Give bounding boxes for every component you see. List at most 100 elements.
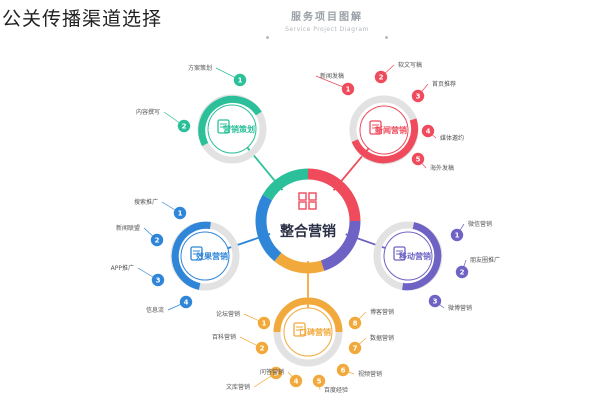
- item-badge: [150, 233, 164, 247]
- item-number: 7: [353, 345, 358, 353]
- item-badge: [348, 341, 362, 355]
- hub-label-koubei: 口碑营销: [299, 327, 331, 337]
- item-badge: [336, 363, 350, 377]
- item-badge: [255, 341, 269, 355]
- item-yingxiao-2: 2 内容撰写: [136, 108, 191, 133]
- item-badge: [269, 366, 283, 380]
- phone-icon: [393, 246, 406, 261]
- item-number: 1: [238, 77, 243, 85]
- item-label: 博客营销: [370, 308, 394, 316]
- item-label: 新闻联盟: [116, 224, 140, 232]
- item-number: 1: [178, 210, 183, 218]
- item-number: 4: [294, 378, 299, 386]
- item-label: 问答营销: [260, 368, 284, 376]
- item-badge: [428, 294, 442, 308]
- item-label: 方案策划: [188, 64, 212, 72]
- banner-dot-right: [385, 36, 388, 39]
- grid-icon-cell: [308, 201, 317, 210]
- item-number: 3: [416, 93, 421, 101]
- item-label: 数据营销: [370, 334, 394, 342]
- item-badge: [411, 89, 425, 103]
- item-number: 3: [433, 298, 438, 306]
- item-xinwen-2: 2 软文写稿: [374, 61, 422, 84]
- item-number: 1: [262, 320, 267, 328]
- item-label: 媒体邀约: [440, 134, 464, 142]
- hub-disc: [359, 105, 409, 155]
- center-disc: [268, 181, 348, 261]
- hub-arc: [198, 95, 262, 147]
- item-number: 2: [260, 345, 265, 353]
- item-koubei-1: 1 论坛营销: [216, 310, 271, 330]
- item-label: 视频营销: [358, 370, 382, 378]
- tag-icon: [190, 246, 203, 261]
- banner-dot-left: [266, 36, 269, 39]
- item-number: 2: [379, 74, 384, 82]
- grid-icon-cell: [308, 192, 317, 201]
- item-koubei-4: 4 问答营销: [260, 368, 303, 388]
- item-label: 百科营销: [212, 333, 236, 341]
- item-label: 信息流: [146, 306, 164, 314]
- item-label: 朋友圈推广: [470, 256, 500, 264]
- grid-icon: [298, 192, 307, 201]
- banner-subtitle: Service Project Diagram: [285, 26, 369, 33]
- center-label: 整合营销: [279, 223, 336, 240]
- item-number: 4: [426, 128, 431, 136]
- diagram-banner: 服务项目图解 Service Project Diagram: [266, 8, 388, 40]
- grid-icon-cell: [298, 201, 307, 210]
- page-title: 公关传播渠道选择: [2, 8, 163, 30]
- item-number: 3: [156, 277, 161, 285]
- clipboard-icon: [293, 322, 306, 337]
- item-badge: [411, 152, 425, 166]
- center-ring-purple: [320, 220, 361, 271]
- document-icon: [217, 119, 230, 134]
- item-label: 内容撰写: [136, 108, 160, 116]
- item-label: 文库营销: [226, 383, 250, 391]
- hub-arc: [171, 221, 211, 290]
- item-number: 5: [416, 156, 421, 164]
- item-label: 百度经验: [324, 386, 348, 394]
- item-label: 新闻发稿: [320, 72, 344, 80]
- item-number: 5: [317, 378, 322, 386]
- item-yingxiao-1: 1 方案策划: [188, 64, 247, 87]
- center-ring-orange: [274, 252, 325, 274]
- item-koubei-3: 3 文库营销: [226, 366, 283, 391]
- item-xiaoguo-3: 3 APP推广: [111, 264, 165, 287]
- item-badge: [233, 73, 247, 87]
- hub-label-yidong: 移动营销: [399, 251, 431, 261]
- item-koubei-2: 2 百科营销: [212, 333, 269, 355]
- item-number: 4: [184, 299, 189, 307]
- item-koubei-7: 7 数据营销: [348, 334, 394, 355]
- hub-arc: [402, 222, 442, 291]
- item-xiaoguo-4: 4 信息流: [146, 295, 193, 314]
- hub-disc: [383, 231, 433, 281]
- item-label: 论坛营销: [216, 310, 240, 318]
- item-number: 1: [455, 232, 460, 240]
- item-label: APP推广: [111, 264, 134, 272]
- hub-disc: [283, 307, 333, 357]
- hub-arc: [351, 118, 419, 164]
- item-number: 3: [274, 370, 279, 378]
- hub-disc: [180, 231, 230, 281]
- center-ring-blue: [255, 194, 282, 262]
- item-number: 2: [182, 123, 187, 131]
- item-number: 1: [346, 86, 351, 94]
- item-label: 软文写稿: [398, 61, 422, 69]
- center-hub: 整合营销: [255, 168, 361, 274]
- item-badge: [173, 206, 187, 220]
- hub-label-xinwen: 新闻营销: [375, 125, 407, 135]
- newspaper-icon: [369, 120, 382, 135]
- item-label: 搜索推广: [134, 198, 158, 206]
- item-badge: [421, 124, 435, 138]
- center-ring-red: [307, 168, 361, 222]
- item-badge: [257, 316, 271, 330]
